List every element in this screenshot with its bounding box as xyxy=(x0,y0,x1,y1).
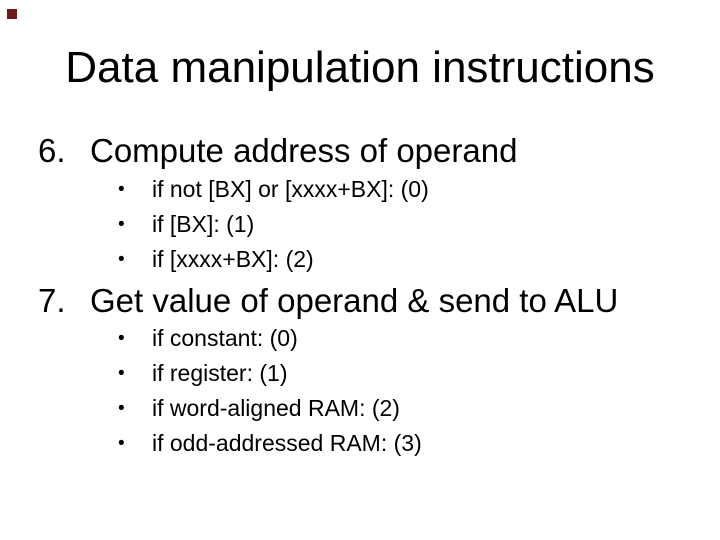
bullet-icon: • xyxy=(118,249,125,270)
list-item: • if register: (1) xyxy=(0,356,720,391)
bullet-text: if constant: (0) xyxy=(152,325,298,351)
bullet-icon: • xyxy=(118,214,125,235)
section-6-heading-text: Compute address of operand xyxy=(90,132,518,169)
section-7-bullets: • if constant: (0) • if register: (1) • … xyxy=(0,321,720,461)
bullet-text: if [BX]: (1) xyxy=(152,211,255,237)
section-7-number: 7. xyxy=(38,282,66,319)
section-7-heading: 7. Get value of operand & send to ALU xyxy=(0,281,720,321)
bullet-icon: • xyxy=(118,179,125,200)
list-item: • if constant: (0) xyxy=(0,321,720,356)
bullet-icon: • xyxy=(118,398,125,419)
slide-title: Data manipulation instructions xyxy=(65,43,655,92)
list-item: • if not [BX] or [xxxx+BX]: (0) xyxy=(0,172,720,207)
corner-marker xyxy=(7,9,17,19)
bullet-icon: • xyxy=(118,433,125,454)
bullet-icon: • xyxy=(118,328,125,349)
bullet-text: if [xxxx+BX]: (2) xyxy=(152,246,314,272)
bullet-text: if word-aligned RAM: (2) xyxy=(152,395,400,421)
section-6-bullets: • if not [BX] or [xxxx+BX]: (0) • if [BX… xyxy=(0,172,720,277)
bullet-text: if register: (1) xyxy=(152,360,288,386)
section-6-heading: 6. Compute address of operand xyxy=(0,131,720,171)
list-item: • if word-aligned RAM: (2) xyxy=(0,391,720,426)
section-7-heading-text: Get value of operand & send to ALU xyxy=(90,282,619,319)
bullet-text: if not [BX] or [xxxx+BX]: (0) xyxy=(152,176,429,202)
bullet-icon: • xyxy=(118,363,125,384)
list-item: • if odd-addressed RAM: (3) xyxy=(0,426,720,461)
list-item: • if [BX]: (1) xyxy=(0,207,720,242)
bullet-text: if odd-addressed RAM: (3) xyxy=(152,430,422,456)
section-6-number: 6. xyxy=(38,132,66,169)
list-item: • if [xxxx+BX]: (2) xyxy=(0,242,720,277)
